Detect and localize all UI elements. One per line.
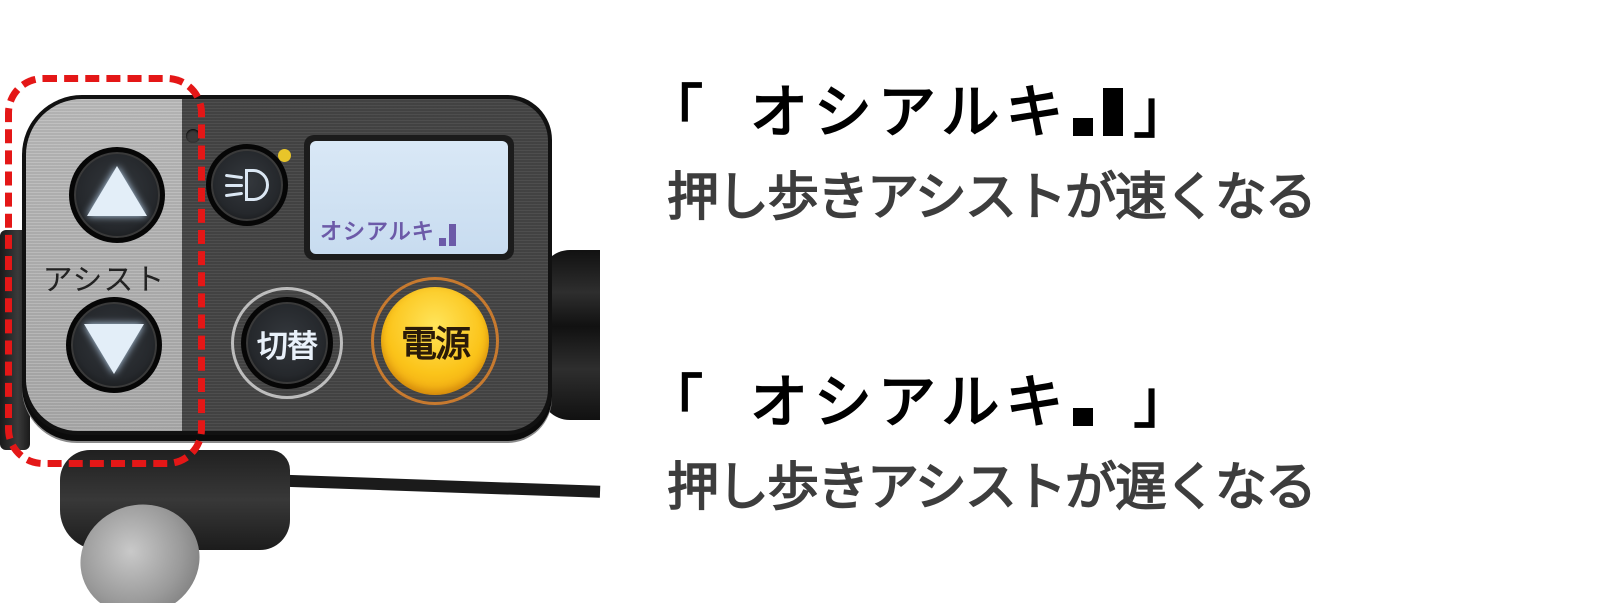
display-readout-high: 「 オシアルキ」: [645, 78, 1198, 146]
control-panel-photo: アシスト オシアルキ: [0, 0, 601, 603]
cable: [269, 474, 601, 506]
display-readout-low: 「 オシアルキ」: [645, 368, 1198, 436]
callout-slower: 「 オシアルキ」 押し歩きアシストが遅くなる: [645, 368, 1317, 518]
assist-up-button[interactable]: [69, 147, 165, 243]
power-button-ring: 電源: [371, 277, 499, 405]
lcd-mode-text: オシアルキ: [320, 214, 456, 246]
assist-label: アシスト: [42, 263, 166, 298]
triangle-up-icon: [87, 166, 147, 216]
assist-highlight-box: [5, 75, 205, 467]
switch-button-label: 切替: [257, 328, 318, 365]
description-faster: 押し歩きアシストが速くなる: [667, 168, 1317, 228]
control-panel: アシスト オシアルキ: [22, 95, 552, 435]
triangle-down-icon: [84, 324, 144, 374]
light-sensor: [186, 129, 200, 143]
level-bar-icon: [1073, 378, 1123, 426]
power-button[interactable]: 電源: [381, 287, 489, 395]
switch-button[interactable]: 切替: [241, 297, 333, 389]
panel-face: アシスト オシアルキ: [26, 99, 548, 431]
assist-down-button[interactable]: [66, 297, 162, 393]
power-button-label: 電源: [400, 324, 471, 365]
assist-strip: アシスト: [26, 99, 182, 431]
level-bars-icon: [1073, 88, 1124, 136]
callout-faster: 「 オシアルキ」 押し歩きアシストが速くなる: [645, 78, 1317, 228]
headlight-button[interactable]: [206, 144, 288, 226]
lcd-level-bars: [438, 224, 456, 246]
headlight-icon: [224, 169, 269, 201]
led-indicator: [278, 149, 291, 162]
switch-button-ring: 切替: [231, 287, 343, 399]
lcd-display: オシアルキ: [304, 135, 514, 260]
lcd-screen: オシアルキ: [310, 141, 508, 254]
description-slower: 押し歩きアシストが遅くなる: [667, 458, 1317, 518]
